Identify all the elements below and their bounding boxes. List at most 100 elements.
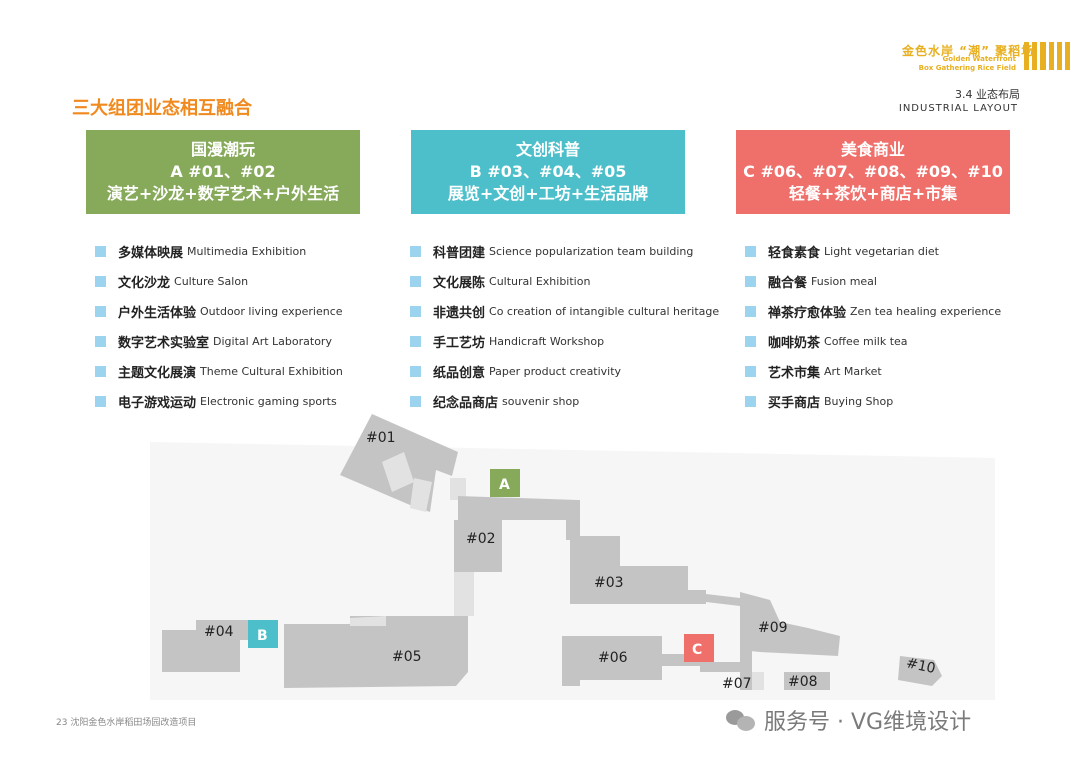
section-number: 3.4 业态布局 xyxy=(955,88,1020,101)
item-cn: 艺术市集 xyxy=(768,365,821,381)
group-title: 美食商业 xyxy=(840,140,905,159)
item-en: Multimedia Exhibition xyxy=(187,244,307,258)
item-en: Buying Shop xyxy=(824,394,894,408)
building-09 xyxy=(740,592,840,656)
item-cn: 咖啡奶茶 xyxy=(768,335,821,351)
building-label: #08 xyxy=(788,674,818,690)
marker-c xyxy=(684,634,714,662)
group-card-b: 文创科普 B #03、#04、#05 展览+文创+工坊+生活品牌 xyxy=(411,130,685,214)
item-cn: 文化沙龙 xyxy=(118,275,171,291)
item-cn: 纪念品商店 xyxy=(433,395,499,411)
bullet-icon xyxy=(410,395,421,407)
group-card-c: 美食商业 C #06、#07、#08、#09、#10 轻餐+茶饮+商店+市集 xyxy=(736,130,1010,214)
marker-label: C xyxy=(692,642,702,658)
item-en: Science popularization team building xyxy=(489,244,694,258)
item-en: Digital Art Laboratory xyxy=(213,334,332,348)
group-card-a: 国漫潮玩 A #01、#02 演艺+沙龙+数字艺术+户外生活 xyxy=(86,130,360,214)
marker-b xyxy=(248,620,278,648)
building-08 xyxy=(784,672,830,690)
item-cn: 禅茶疗愈体验 xyxy=(768,305,847,321)
marker-label: B xyxy=(257,628,268,644)
bullet-icon xyxy=(745,365,756,377)
building-03 xyxy=(570,536,706,604)
item-en: Culture Salon xyxy=(174,274,249,288)
building-label: #02 xyxy=(466,531,496,547)
building-04 xyxy=(162,620,248,672)
bullet-icon xyxy=(95,305,106,317)
logo-subtitle-2: Box Gathering Rice Field xyxy=(918,64,1016,72)
watermark: 服务号 · VG维境设计 xyxy=(726,704,971,736)
connector xyxy=(454,572,474,616)
page-footer: 23 沈阳金色水岸稻田场园改造项目 xyxy=(56,718,197,728)
bullet-icon xyxy=(745,335,756,347)
group-codes: A #01、#02 xyxy=(170,162,276,181)
item-en: Cultural Exhibition xyxy=(489,274,591,288)
connector xyxy=(752,672,764,690)
courtyard xyxy=(350,616,386,626)
courtyard xyxy=(410,478,432,512)
bullet-icon xyxy=(410,335,421,347)
building-label: #01 xyxy=(366,430,396,446)
courtyard xyxy=(382,452,414,492)
group-theme: 展览+文创+工坊+生活品牌 xyxy=(447,184,649,203)
item-cn: 买手商店 xyxy=(768,395,821,411)
item-cn: 融合餐 xyxy=(768,275,808,291)
item-en: Theme Cultural Exhibition xyxy=(200,364,343,378)
corridor xyxy=(700,662,750,672)
bullet-icon xyxy=(410,305,421,317)
group-theme: 轻餐+茶饮+商店+市集 xyxy=(788,184,958,203)
building-06 xyxy=(562,636,700,686)
group-title: 国漫潮玩 xyxy=(190,140,255,159)
bullet-icon xyxy=(95,395,106,407)
logo-subtitle-1: Golden Waterfront xyxy=(942,55,1016,63)
item-en: Paper product creativity xyxy=(489,364,622,378)
logo-mark-icon xyxy=(1024,42,1071,70)
item-en: Coffee milk tea xyxy=(824,334,908,348)
building-05 xyxy=(284,616,468,688)
item-cn: 手工艺坊 xyxy=(433,335,486,351)
item-en: Co creation of intangible cultural herit… xyxy=(489,304,720,318)
item-en: Zen tea healing experience xyxy=(850,304,1002,318)
group-title: 文创科普 xyxy=(515,140,580,159)
corridor xyxy=(566,500,580,540)
item-cn: 多媒体映展 xyxy=(118,245,184,261)
building-label: #03 xyxy=(594,575,624,591)
connector xyxy=(450,478,466,500)
item-en: Fusion meal xyxy=(811,274,877,288)
wechat-icon xyxy=(726,708,756,732)
bullet-icon xyxy=(410,365,421,377)
group-codes: B #03、#04、#05 xyxy=(469,162,627,181)
item-en: Light vegetarian diet xyxy=(824,244,939,258)
building-label: #10 xyxy=(905,655,937,677)
bullet-icon xyxy=(745,395,756,407)
marker-a xyxy=(490,469,520,497)
page-title: 三大组团业态相互融合 xyxy=(72,98,252,119)
building-10 xyxy=(898,656,942,686)
bullet-icon xyxy=(410,275,421,287)
item-en: Art Market xyxy=(824,364,882,378)
logo-title: 金色水岸 “潮” 聚稻场 xyxy=(902,44,1035,58)
building-label: #07 xyxy=(722,676,752,692)
item-cn: 主题文化展演 xyxy=(118,365,197,381)
item-en: Handicraft Workshop xyxy=(489,334,605,348)
building-label: #04 xyxy=(204,624,234,640)
item-cn: 电子游戏运动 xyxy=(118,395,197,411)
building-label: #09 xyxy=(758,620,788,636)
item-cn: 非遗共创 xyxy=(433,305,486,321)
corridor xyxy=(458,496,578,520)
item-cn: 科普团建 xyxy=(433,245,486,261)
